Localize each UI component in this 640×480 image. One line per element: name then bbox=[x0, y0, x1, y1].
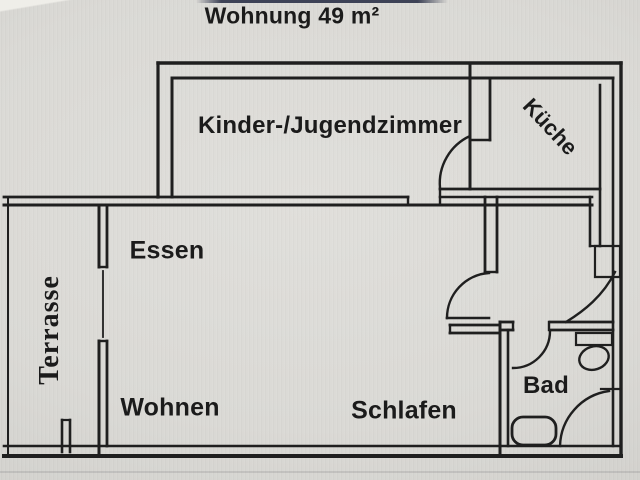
corner-shower-icon bbox=[558, 387, 622, 448]
hall-door bbox=[445, 271, 491, 320]
room-label-bad: Bad bbox=[523, 372, 569, 399]
kitchen-door bbox=[564, 244, 622, 324]
paper-crease bbox=[0, 471, 640, 473]
bad-door bbox=[511, 329, 552, 370]
wc-icon bbox=[574, 331, 614, 372]
terrace-divider bbox=[60, 418, 72, 454]
kinder-door bbox=[438, 134, 472, 190]
room-label-kinderzimmer: Kinder-/Jugendzimmer bbox=[197, 112, 463, 139]
photo-edge-line bbox=[196, 0, 448, 3]
bathtub-icon bbox=[510, 415, 558, 447]
room-label-essen: Essen bbox=[129, 236, 205, 265]
photo-corner-artifact bbox=[0, 0, 84, 14]
room-label-wohnen: Wohnen bbox=[120, 393, 220, 422]
room-label-terrasse: Terrasse bbox=[34, 275, 65, 385]
room-label-schlafen: Schlafen bbox=[351, 396, 457, 425]
plan-title: Wohnung 49 m² bbox=[204, 2, 380, 29]
